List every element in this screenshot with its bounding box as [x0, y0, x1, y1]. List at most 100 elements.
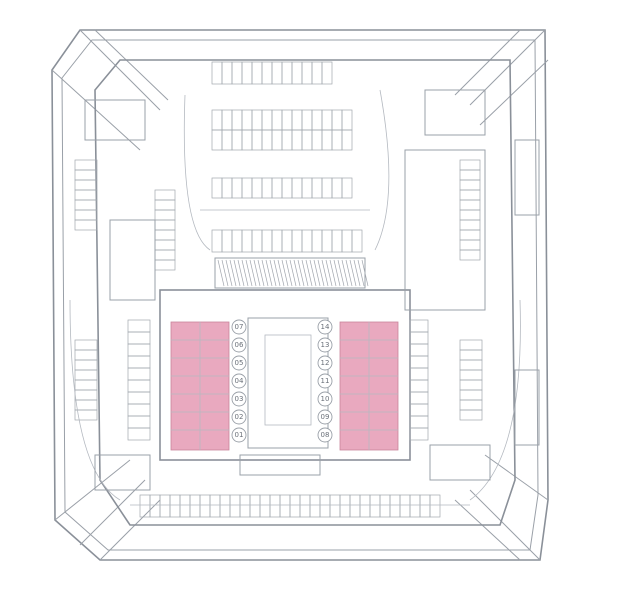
unit-number-label: 09	[321, 413, 330, 421]
parking-stall	[311, 109, 323, 131]
parking-stall	[251, 61, 263, 85]
unit-number-label: 14	[321, 323, 330, 331]
parking-stall	[154, 239, 176, 251]
ramp-hatch-line	[269, 259, 277, 287]
parking-stall	[211, 109, 223, 131]
parking-stall	[241, 177, 253, 199]
parking-stall	[289, 494, 301, 518]
ramp-hatch-line	[293, 259, 301, 287]
parking-stall	[74, 199, 98, 211]
parking-stall	[281, 109, 293, 131]
parking-stall	[211, 229, 223, 253]
inner-boundary	[61, 39, 539, 551]
parking-stall	[459, 209, 481, 221]
parking-stall	[409, 379, 429, 393]
unit-number-label: 08	[321, 431, 330, 439]
parking-stall	[261, 177, 273, 199]
parking-stall	[301, 177, 313, 199]
parking-stall	[154, 199, 176, 211]
parking-stall	[409, 319, 429, 333]
parking-stall	[409, 355, 429, 369]
parking-stall	[459, 159, 481, 171]
parking-stall	[241, 229, 253, 253]
drive-lane-ring	[69, 299, 521, 506]
parking-stall	[331, 177, 343, 199]
parking-stall	[231, 129, 243, 151]
parking-stall	[241, 129, 253, 151]
ramp-hatch-line	[253, 259, 261, 287]
parking-stall	[321, 229, 333, 253]
parking-stall	[251, 229, 263, 253]
unit-marker-circle	[231, 319, 247, 335]
parking-stall	[459, 389, 483, 401]
parking-stall	[301, 229, 313, 253]
parking-stall	[459, 179, 481, 191]
parking-stall	[259, 494, 271, 518]
parking-stall	[231, 61, 243, 85]
parking-stall	[319, 494, 331, 518]
parking-stall	[261, 229, 273, 253]
parking-stall	[241, 61, 253, 85]
parking-stall	[271, 229, 283, 253]
parking-stall	[459, 339, 483, 351]
unit-marker-circle	[231, 391, 247, 407]
ramp-hatch-line	[337, 259, 345, 287]
parking-stall	[341, 229, 353, 253]
ramp-hatch-line	[357, 259, 365, 287]
parking-stall	[369, 494, 381, 518]
ramp-hatch-line	[301, 259, 309, 287]
north-west-stair	[84, 99, 146, 141]
site-boundary	[51, 29, 549, 561]
parking-stall	[74, 409, 98, 421]
ramp-hatch-line	[325, 259, 333, 287]
parking-stall	[154, 259, 176, 271]
parking-stall	[459, 169, 481, 181]
parking-stall	[154, 219, 176, 231]
parking-stall	[281, 129, 293, 151]
parking-stall	[127, 319, 151, 333]
ramp-hatch-line	[257, 259, 265, 287]
parking-stall	[321, 177, 333, 199]
parking-stall	[127, 367, 151, 381]
parking-stall	[341, 129, 353, 151]
unit-marker-circle	[317, 337, 333, 353]
parking-stall	[291, 109, 303, 131]
ramp-hatch-line	[341, 259, 349, 287]
parking-stall	[429, 494, 441, 518]
parking-stall	[249, 494, 261, 518]
parking-stall	[154, 209, 176, 221]
parking-stall	[159, 494, 171, 518]
parking-stall	[409, 427, 429, 441]
parking-stall	[211, 129, 223, 151]
parking-stall	[271, 129, 283, 151]
parking-stall	[251, 109, 263, 131]
parking-stall	[459, 219, 481, 231]
ramp-bottom-left	[54, 459, 161, 561]
parking-stall	[127, 379, 151, 393]
parking-stall	[459, 409, 483, 421]
parking-stall	[459, 399, 483, 411]
unit-number-label: 13	[321, 341, 330, 349]
parking-stall	[409, 331, 429, 345]
unit-number-label: 12	[321, 359, 330, 367]
parking-stall	[154, 249, 176, 261]
east-service-2	[514, 369, 540, 446]
parking-stall	[459, 189, 481, 201]
parking-stall	[199, 494, 211, 518]
parking-stall	[221, 229, 233, 253]
parking-stall	[211, 177, 223, 199]
parking-stall	[74, 389, 98, 401]
parking-stall	[74, 189, 98, 201]
parking-stall	[459, 239, 481, 251]
left-unit-dividers	[171, 322, 229, 450]
parking-stall	[351, 229, 363, 253]
parking-stall	[261, 61, 273, 85]
unit-marker-circle	[231, 373, 247, 389]
parking-stall	[409, 415, 429, 429]
parking-stall	[127, 415, 151, 429]
parking-stall	[211, 61, 223, 85]
parking-stall	[251, 177, 263, 199]
ramp-hatch-line	[245, 259, 253, 287]
parking-stall	[281, 229, 293, 253]
